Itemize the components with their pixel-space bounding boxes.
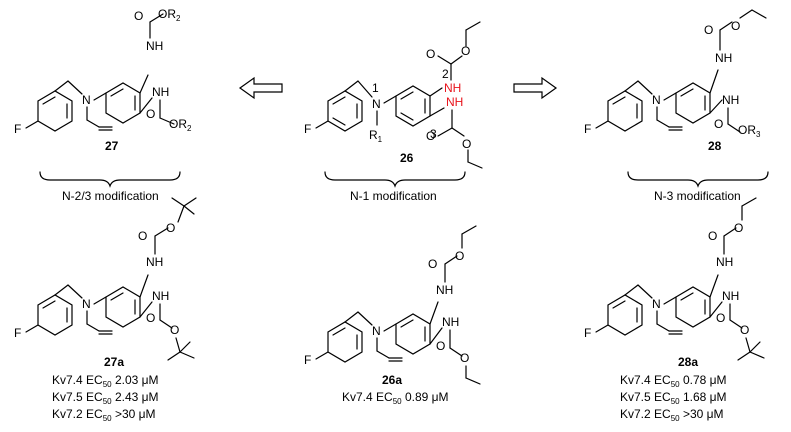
- compound-26: F N 1 R1 2 NH O O 3 NH O O: [304, 21, 483, 169]
- nh-bottom-label: NH: [152, 85, 169, 99]
- compound-26a: F N NH O O NH O O 26a Kv7.4 EC50 0.89 μM: [304, 225, 481, 406]
- fluorine-label: F: [304, 122, 311, 136]
- nh-top-label: NH: [436, 283, 453, 297]
- carbonyl-o-label-2: O: [146, 107, 155, 121]
- compound-27a-id: 27a: [104, 355, 124, 369]
- nh-top-label: NH: [146, 255, 163, 269]
- nh-2-label: NH: [444, 81, 461, 95]
- fluorine-label: F: [14, 122, 21, 136]
- amine-n-label: N: [82, 297, 91, 311]
- activity-27a-1: Kv7.4 EC50 2.03 μM: [52, 373, 159, 389]
- amine-n-label: N: [652, 297, 661, 311]
- r1-label: R1: [369, 128, 383, 144]
- nh-top-label: NH: [146, 39, 163, 53]
- compound-28a: F N NH O O NH O O 28a Kv7.4 EC50 0.78 μM…: [584, 197, 765, 423]
- or2-top-label: OR2: [158, 7, 181, 23]
- nh-3-label: NH: [446, 95, 463, 109]
- brace-right: [627, 171, 769, 188]
- or2-bottom-label: OR2: [169, 117, 192, 133]
- carbonyl-o-label-2: O: [426, 129, 435, 143]
- carbonyl-o-label: O: [426, 47, 435, 61]
- modification-label-right: N-3 modification: [654, 189, 741, 203]
- ester-o-label-2: O: [462, 137, 471, 151]
- fluorine-label: F: [584, 326, 591, 340]
- nh-bottom-label: NH: [722, 93, 739, 107]
- activity-28a-3: Kv7.2 EC50 >30 μM: [620, 407, 724, 423]
- carbonyl-o-label: O: [134, 9, 143, 23]
- position-3-label: 3: [430, 127, 437, 141]
- arrow-left: [238, 76, 283, 100]
- carbonyl-o-label-2: O: [716, 311, 725, 325]
- position-2-label: 2: [442, 67, 449, 81]
- carbonyl-o-label-2: O: [714, 117, 723, 131]
- activity-28a-2: Kv7.5 EC50 1.68 μM: [620, 390, 727, 406]
- carbonyl-o-label: O: [428, 257, 437, 271]
- amine-n-label: N: [372, 324, 381, 338]
- carbonyl-o-label-2: O: [436, 339, 445, 353]
- nh-top-label: NH: [716, 255, 733, 269]
- nh-bottom-label: NH: [722, 289, 739, 303]
- compound-27a: F N NH O O NH O O 27a Kv7.4 EC50 2.03 μM: [14, 197, 197, 423]
- carbonyl-o-label-2: O: [146, 311, 155, 325]
- carbonyl-o-label: O: [708, 229, 717, 243]
- fluorine-label: F: [14, 326, 21, 340]
- activity-26a-1: Kv7.4 EC50 0.89 μM: [342, 390, 449, 406]
- nh-bottom-label: NH: [442, 315, 459, 329]
- ester-o-label-2: O: [740, 323, 749, 337]
- or3-label: OR3: [738, 123, 761, 139]
- amine-n-label: N: [652, 93, 661, 107]
- carbonyl-o-label: O: [704, 23, 713, 37]
- brace-left: [39, 171, 181, 188]
- position-1-label: 1: [372, 81, 379, 95]
- compound-26-id: 26: [400, 151, 414, 165]
- compound-26a-id: 26a: [382, 373, 402, 387]
- modification-label-center: N-1 modification: [350, 189, 437, 203]
- ester-o-label: O: [731, 19, 740, 33]
- activity-27a-2: Kv7.5 EC50 2.43 μM: [52, 390, 159, 406]
- brace-center: [324, 171, 466, 188]
- ester-o-label: O: [461, 44, 470, 58]
- activity-28a-1: Kv7.4 EC50 0.78 μM: [620, 373, 727, 389]
- nh-bottom-label: NH: [152, 289, 169, 303]
- compound-28a-id: 28a: [678, 355, 698, 369]
- arrow-right: [513, 76, 558, 100]
- compound-27-id: 27: [105, 139, 119, 153]
- activity-27a-3: Kv7.2 EC50 >30 μM: [52, 407, 156, 423]
- amine-n-label: N: [372, 97, 381, 111]
- fluorine-label: F: [304, 353, 311, 367]
- nh-top-label: NH: [715, 51, 732, 65]
- modification-label-left: N-2/3 modification: [62, 189, 159, 203]
- ester-o-label-2: O: [170, 323, 179, 337]
- compound-28: F N NH O O NH O OR3 28: [584, 9, 767, 153]
- fluorine-label: F: [584, 122, 591, 136]
- ester-o-label: O: [455, 249, 464, 263]
- ester-o-label: O: [166, 221, 175, 235]
- carbonyl-o-label: O: [138, 229, 147, 243]
- ester-o-label: O: [734, 221, 743, 235]
- compound-27: F N NH O OR2 NH O OR2 27: [14, 7, 192, 153]
- amine-n-label: N: [82, 93, 91, 107]
- compound-28-id: 28: [708, 139, 722, 153]
- ester-o-label-2: O: [460, 351, 469, 365]
